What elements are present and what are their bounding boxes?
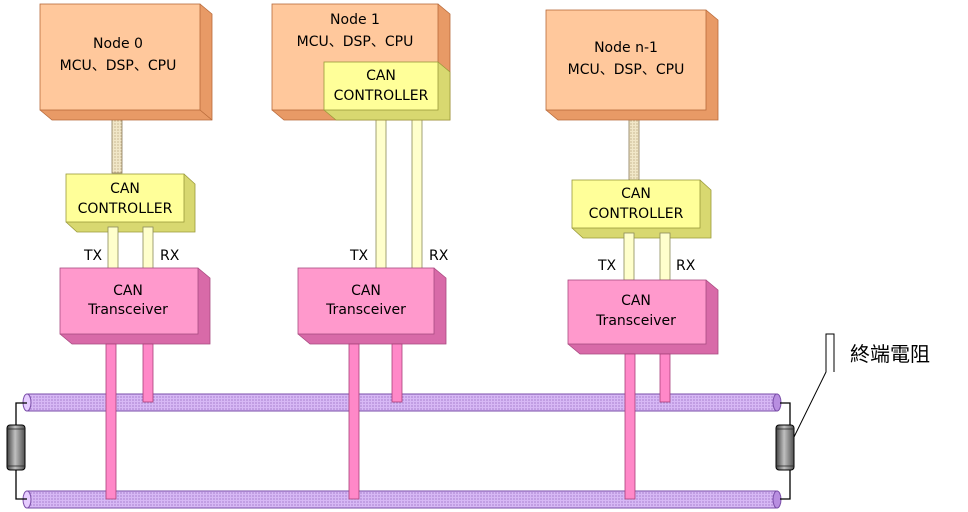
node-n-1-canh-wire (659, 353, 671, 403)
node-n-1-bus-wire (628, 109, 640, 181)
node-1-canh-wire (391, 343, 403, 403)
node-n-1-tx-label: TX (597, 258, 617, 274)
node-1-subtitle: MCU、DSP、CPU (297, 34, 414, 50)
node-0-transceiver-line1: CAN (113, 283, 143, 299)
node-n-1-subtitle: MCU、DSP、CPU (568, 62, 685, 78)
node-0-box: Node 0 MCU、DSP、CPU (39, 3, 213, 121)
node-n-1-transceiver-line2: Transceiver (595, 313, 676, 329)
node-0-tx-wire (107, 226, 119, 270)
node-n-1-rx-wire (659, 232, 671, 281)
node-1-transceiver: CAN Transceiver (297, 267, 447, 345)
terminator-callout: 終端電阻 (793, 333, 930, 438)
node-1-controller-line1: CAN (366, 68, 396, 84)
node-n-1-controller: CAN CONTROLLER (571, 179, 712, 239)
node-1: Node 1 MCU、DSP、CPU CAN CONTROLLER TX RX … (271, 3, 451, 500)
node-1-controller-line2: CONTROLLER (334, 88, 429, 104)
node-n-1-title: Node n-1 (594, 40, 658, 56)
node-0-controller: CAN CONTROLLER (65, 173, 196, 233)
node-0-transceiver: CAN Transceiver (59, 267, 211, 345)
node-0-canh-wire (142, 343, 154, 403)
node-n-1-controller-line2: CONTROLLER (589, 206, 684, 222)
node-n-1-transceiver: CAN Transceiver (567, 279, 719, 355)
node-n-1: Node n-1 MCU、DSP、CPU CAN CONTROLLER TX R… (545, 9, 719, 500)
node-0: Node 0 MCU、DSP、CPU CAN CONTROLLER TX RX … (39, 3, 213, 500)
node-1-rx-label: RX (429, 248, 449, 264)
node-0-canl-wire (105, 343, 117, 500)
node-n-1-tx-wire (623, 232, 635, 281)
bus-line-low (22, 490, 782, 509)
node-1-transceiver-line1: CAN (351, 283, 381, 299)
node-n-1-transceiver-line1: CAN (621, 293, 651, 309)
can-bus (22, 393, 782, 509)
node-1-controller: CAN CONTROLLER (323, 61, 451, 121)
termination-resistor-left (6, 402, 27, 500)
node-1-canl-wire (348, 343, 360, 500)
terminator-label: 終端電阻 (850, 342, 930, 366)
node-0-transceiver-line2: Transceiver (87, 302, 168, 318)
node-n-1-rx-label: RX (676, 258, 696, 274)
termination-resistor-right (775, 402, 795, 500)
node-0-rx-label: RX (160, 248, 180, 264)
node-0-controller-line2: CONTROLLER (78, 201, 173, 217)
node-1-tx-label: TX (349, 248, 369, 264)
node-1-tx-wire (375, 115, 387, 270)
node-n-1-box: Node n-1 MCU、DSP、CPU (545, 9, 719, 121)
node-0-rx-wire (142, 226, 154, 270)
node-0-controller-line1: CAN (110, 181, 140, 197)
node-0-tx-label: TX (83, 248, 103, 264)
node-1-rx-wire (411, 115, 423, 270)
node-0-subtitle: MCU、DSP、CPU (60, 58, 177, 74)
node-0-title: Node 0 (93, 36, 143, 52)
node-1-title: Node 1 (330, 12, 380, 28)
node-1-transceiver-line2: Transceiver (325, 302, 406, 318)
node-n-1-controller-line1: CAN (621, 186, 651, 202)
node0-bus-wire (111, 114, 123, 174)
node-n-1-canl-wire (624, 353, 636, 500)
